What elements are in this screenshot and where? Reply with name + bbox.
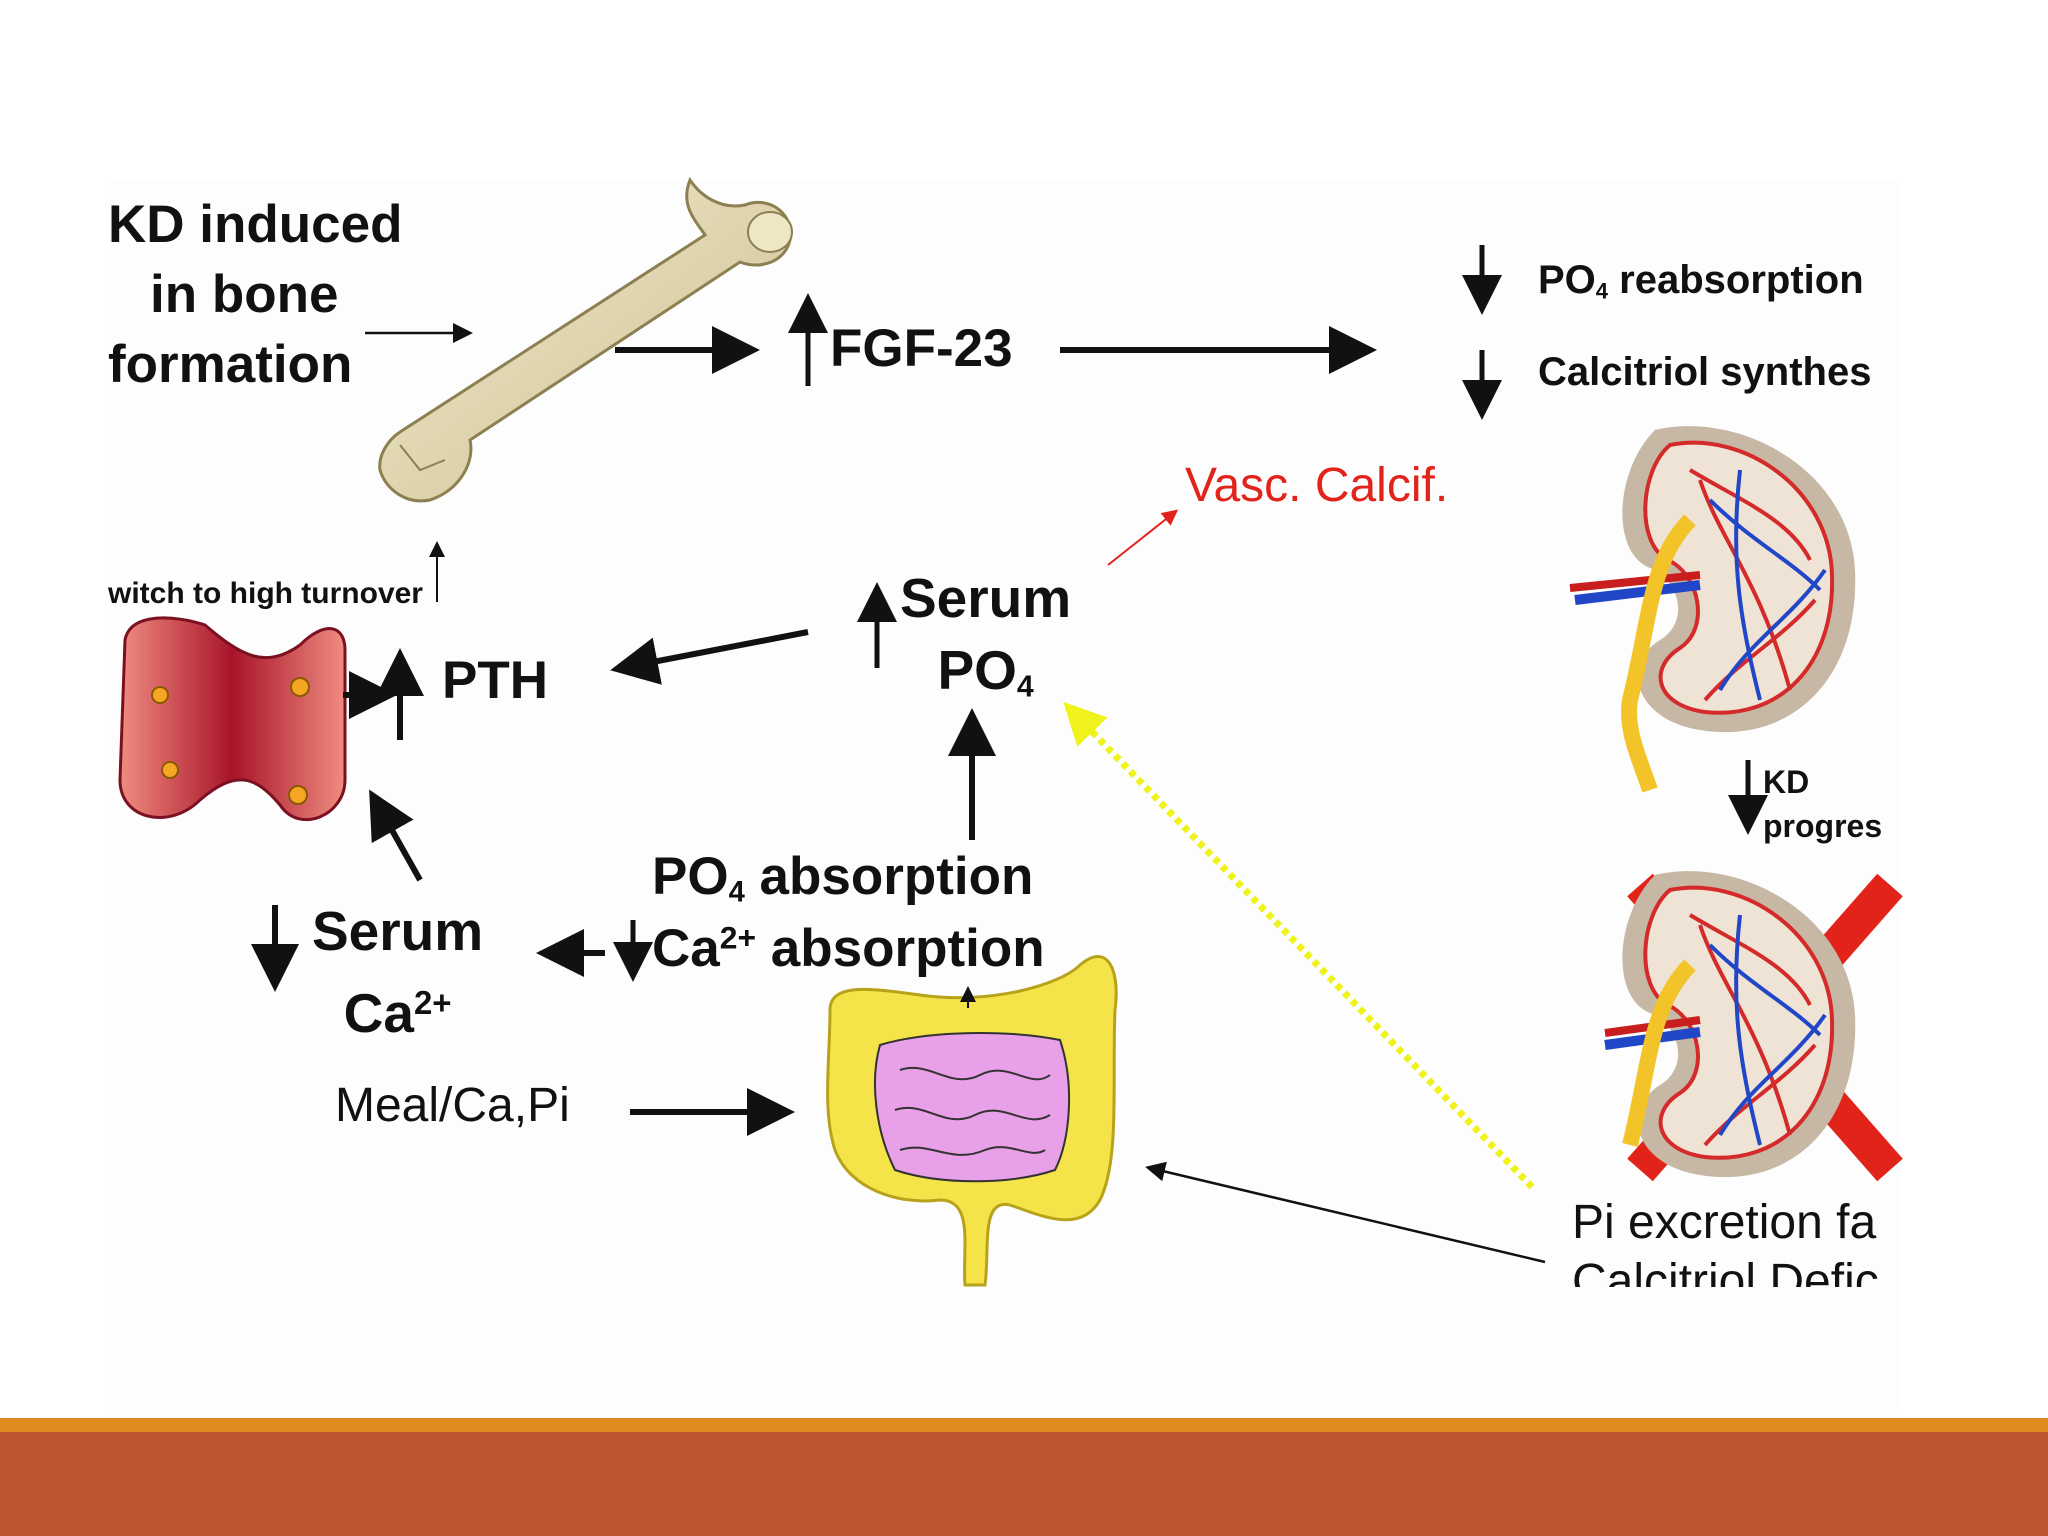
po4-absorption-label: PO4 absorption [652,847,1034,909]
ca-absorption-label: Ca2+ absorption [652,919,1045,978]
serum-po4-label: Serum PO4 [900,567,1072,704]
high-turnover-label: witch to high turnover [108,577,423,610]
pi-excretion-label: Pi excretion fa [1572,1196,1877,1249]
serum-ca-label: Serum Ca2+ [312,900,484,1045]
arrow-po4-to-pth [610,629,809,685]
po4-reabsorption-label: PO4 reabsorption [1538,258,1864,304]
parathyroid-icon [118,616,347,822]
vasc-calcif-label: Vasc. Calcif. [1185,459,1449,512]
meal-label: Meal/Ca,Pi [335,1079,570,1132]
ckd-label: KD induced in bone formation [108,195,403,394]
footer-accent-line [0,1418,2048,1432]
kd-progression-label: KD progres [1763,764,1883,844]
arrow-ca-to-parathyroid [369,789,423,882]
calcitriol-deficiency-clip: Calcitriol Defic [1572,1252,1902,1287]
calcitriol-synthesis-label: Calcitriol synthes [1538,350,1872,394]
calcitriol-deficiency-label: Calcitriol Defic [1572,1255,1879,1287]
footer-bar [0,1432,2048,1536]
pth-label: PTH [442,651,548,710]
kidney-icon [1569,426,1856,793]
intestine-icon [826,955,1118,1287]
bone-icon [378,176,793,503]
arrow-to-vasc-calcif [1107,509,1179,566]
failed-kidney-icon [1604,871,1903,1182]
dotted-arrow-pi-to-po4 [1063,701,1535,1190]
arrow-kidney-to-intestine [1145,1161,1546,1264]
fgf23-label: FGF-23 [830,319,1013,378]
